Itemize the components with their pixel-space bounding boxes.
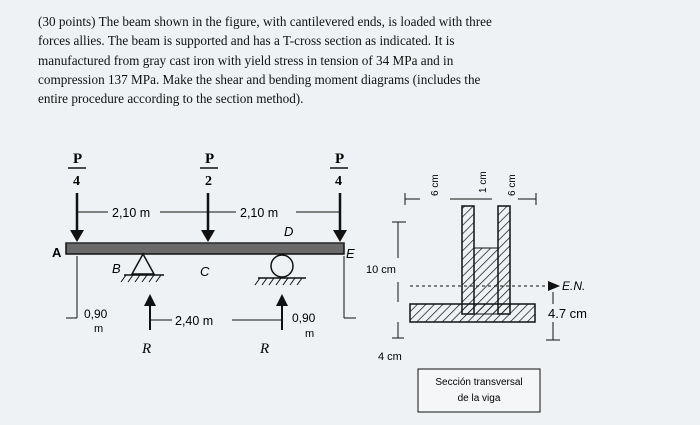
problem-line-4: compression 137 MPa. Make the shear and … — [38, 71, 481, 87]
load-arrow-right — [333, 193, 347, 242]
load-mid-label: P 2 — [200, 151, 218, 189]
section-caption-box — [417, 368, 541, 413]
flange-right — [497, 205, 511, 315]
point-c-label: C — [200, 264, 210, 279]
dim-bottom-left-unit: m — [94, 323, 103, 335]
support-b: B — [112, 252, 164, 283]
dim-top-left: 2,10 m — [112, 206, 150, 220]
neutral-axis-label: E.N. — [562, 279, 585, 293]
dim-bottom-right-value: 0,90 — [292, 311, 316, 325]
beam-diagram: P 4 P 2 P 4 — [52, 151, 356, 357]
flange-height-label: 10 cm — [366, 264, 396, 276]
dim-top-1: 6 cm — [430, 174, 441, 196]
point-a-label: A — [52, 245, 62, 260]
problem-line-3: manufactured from gray cast iron with yi… — [38, 52, 454, 68]
point-d-label: D — [284, 224, 293, 239]
svg-text:P: P — [205, 151, 214, 167]
support-roller — [254, 254, 306, 286]
problem-line-1: (30 points) The beam shown in the figure… — [38, 14, 492, 29]
dim-top-right: 2,10 m — [240, 206, 278, 220]
dim-bottom: 0,90 m 2,40 m 0,90 m R R — [66, 256, 356, 357]
load-arrow-left — [70, 193, 84, 242]
dim-top-3: 6 cm — [507, 174, 518, 196]
svg-text:4: 4 — [335, 174, 342, 189]
svg-text:P: P — [73, 151, 82, 167]
dim-bottom-left-value: 0,90 — [84, 307, 108, 321]
dim-top-2: 1 cm — [478, 171, 489, 193]
dim-bottom-right-unit: m — [305, 328, 314, 340]
load-right-label: P 4 — [330, 151, 348, 189]
reaction-right-label: R — [259, 341, 269, 357]
beam-body — [65, 242, 345, 255]
na-distance-label: 4.7 cm — [548, 306, 587, 321]
svg-text:4: 4 — [73, 174, 80, 189]
load-left-label: P 4 — [68, 151, 86, 189]
problem-statement: (30 points) The beam shown in the figure… — [38, 12, 638, 108]
dim-bottom-mid: 2,40 m — [175, 314, 213, 328]
reaction-left-label: R — [141, 341, 151, 357]
section-caption-line2: de la viga — [458, 393, 501, 404]
point-b-label: B — [112, 261, 121, 276]
flange-left — [461, 205, 475, 315]
svg-text:2: 2 — [205, 174, 212, 189]
problem-line-2: forces allies. The beam is supported and… — [38, 33, 455, 49]
section-web — [409, 303, 536, 323]
problem-line-5: entire procedure according to the sectio… — [38, 91, 304, 107]
load-arrow-mid — [201, 193, 215, 242]
point-e-label: E — [346, 246, 355, 261]
svg-text:P: P — [335, 151, 344, 167]
dim-top: 2,10 m 2,10 m D — [77, 206, 340, 239]
section-caption-line1: Sección transversal — [435, 377, 522, 388]
web-width-label: 4 cm — [378, 351, 402, 363]
cross-section: 6 cm 1 cm 6 cm 10 cm E.N. 4.7 cm — [366, 171, 587, 413]
